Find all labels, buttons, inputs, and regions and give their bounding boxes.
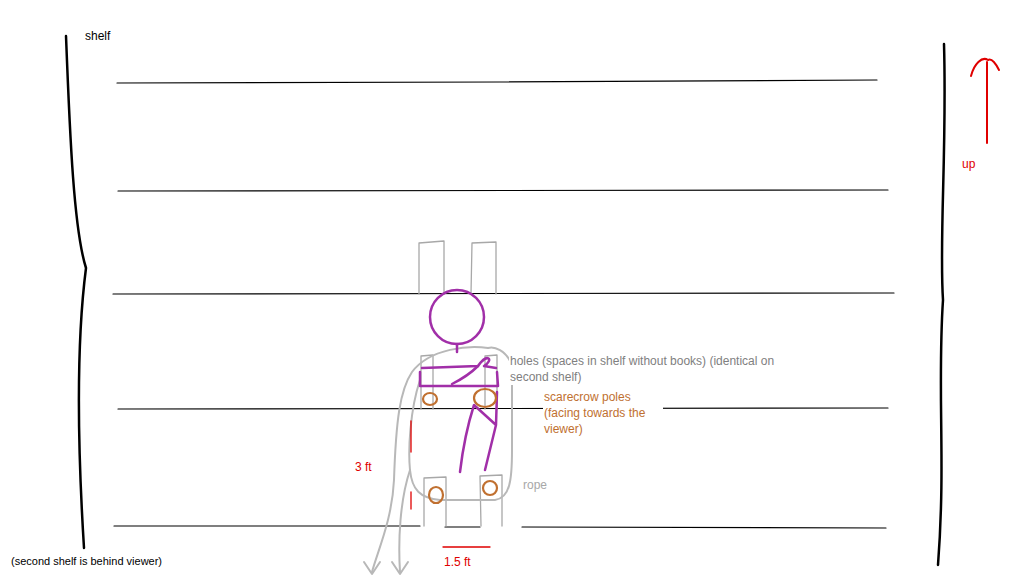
- scarecrow-poles: [423, 389, 497, 503]
- rope-label: rope: [522, 477, 548, 493]
- shelf-edge: [938, 44, 945, 565]
- up-arrow: [971, 59, 999, 143]
- holes-note: holes (spaces in shelf without books) (i…: [509, 353, 793, 385]
- note-label: (second shelf is behind viewer): [10, 553, 163, 569]
- scarecrow-figure: [420, 290, 498, 472]
- poles-note: scarecrow poles (facing towards the view…: [543, 389, 663, 437]
- shelf-edge: [66, 36, 86, 548]
- rope: [364, 347, 512, 574]
- dimension-marks: [411, 421, 490, 547]
- dimension-label: 1.5 ft: [443, 554, 472, 570]
- direction-label: up: [961, 156, 976, 172]
- shelf-label: shelf: [84, 28, 111, 44]
- shelf-boards: [113, 80, 894, 528]
- shelf-holes: [419, 241, 502, 526]
- dimension-label: 3 ft: [354, 459, 373, 475]
